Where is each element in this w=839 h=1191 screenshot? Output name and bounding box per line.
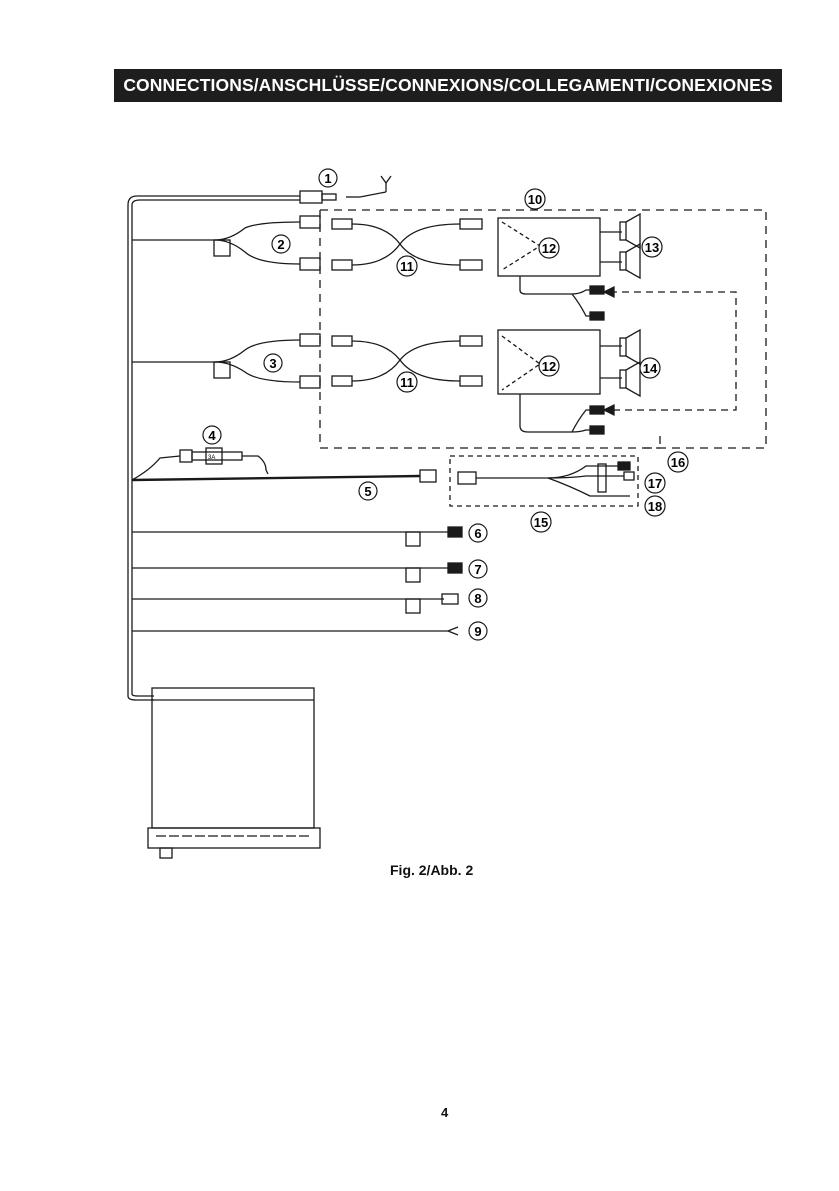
svg-text:4: 4 [208,428,216,443]
callout-15: 15 [531,512,551,532]
ground-lead [132,627,458,635]
head-unit [128,688,320,858]
main-harness-trunk-inner [132,200,300,690]
svg-text:5: 5 [364,484,371,499]
lead-6 [132,527,462,546]
svg-text:17: 17 [648,476,662,491]
callout-14: 14 [640,358,660,378]
optional-harness-outline [450,456,638,506]
lead-8 [132,594,458,613]
power-lead-connector [420,470,436,482]
front-amp-ground-plug [590,312,604,320]
callout-4: 4 [203,426,221,444]
svg-text:13: 13 [645,240,659,255]
lead-7 [132,563,462,582]
callout-12-rear: 12 [539,356,559,376]
svg-text:9: 9 [474,624,481,639]
front-speakers [620,214,640,278]
optional-power-harness [458,462,634,496]
callout-8: 8 [469,589,487,607]
callout-11-front: 11 [397,256,417,276]
front-amp-remote-plug [590,286,604,294]
svg-text:7: 7 [474,562,481,577]
callout-2: 2 [272,235,290,253]
callout-18: 18 [645,496,665,516]
svg-text:1: 1 [324,171,331,186]
front-amp-power-lead [520,276,596,316]
svg-text:10: 10 [528,192,542,207]
callout-1: 1 [319,169,337,187]
callout-13: 13 [642,237,662,257]
rear-rca-output-cable [132,334,320,388]
front-rca-output-cable [132,216,320,270]
rear-amp-ground-plug [590,426,604,434]
callouts: 1 2 3 4 5 6 7 8 9 10 11 11 12 12 13 14 1… [203,169,688,640]
svg-text:11: 11 [400,375,414,390]
callout-11-rear: 11 [397,372,417,392]
callout-10: 10 [525,189,545,209]
fuse-rating-label: 3A [208,455,215,461]
svg-text:3: 3 [269,356,276,371]
remote-control-links [610,292,736,410]
rear-amp-power-lead [520,394,596,432]
rear-power-amplifier [498,330,622,394]
svg-text:6: 6 [474,526,481,541]
svg-text:16: 16 [671,455,685,470]
page-number: 4 [441,1105,448,1120]
front-power-amplifier [498,218,622,276]
svg-text:14: 14 [643,361,658,376]
svg-text:18: 18 [648,499,662,514]
callout-17: 17 [645,473,665,493]
antenna-connector [300,176,391,203]
figure-caption: Fig. 2/Abb. 2 [390,862,473,878]
svg-text:11: 11 [400,259,414,274]
callout-9: 9 [469,622,487,640]
callout-5: 5 [359,482,377,500]
rear-amp-remote-plug [590,406,604,414]
svg-text:12: 12 [542,241,556,256]
remote-arrow-rear [604,405,614,415]
rear-speakers [620,330,640,396]
callout-6: 6 [469,524,487,542]
callout-16: 16 [668,452,688,472]
fuse-holder-lead [132,448,268,480]
callout-3: 3 [264,354,282,372]
svg-text:2: 2 [277,237,284,252]
power-supply-lead [132,476,420,480]
svg-text:8: 8 [474,591,481,606]
callout-7: 7 [469,560,487,578]
callout-12-front: 12 [539,238,559,258]
svg-text:12: 12 [542,359,556,374]
remote-arrow-front [604,287,614,297]
svg-text:15: 15 [534,515,548,530]
